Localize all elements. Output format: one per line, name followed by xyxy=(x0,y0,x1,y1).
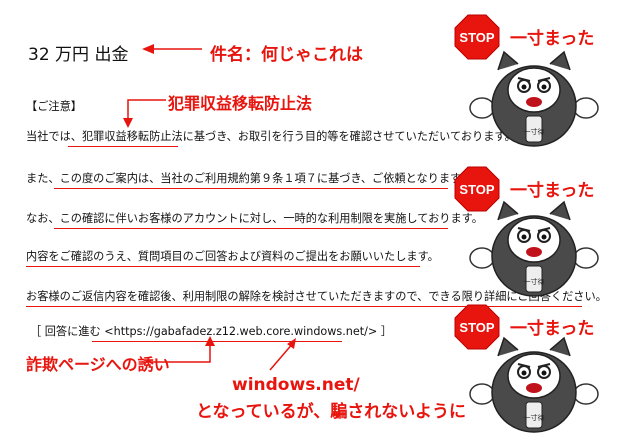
annotation-fraud: 詐欺ページへの誘い xyxy=(26,355,170,374)
arrow-up-icon xyxy=(142,336,215,363)
stop-caption: 一寸まった xyxy=(510,181,595,201)
stop-sign-icon: STOP xyxy=(454,14,500,60)
stop-caption: 一寸まった xyxy=(510,319,595,339)
stop-sign-icon: STOP xyxy=(454,166,500,212)
arrow-down-icon xyxy=(123,99,166,128)
paragraph-3: なお、この確認に伴いお客様のアカウントに対し、一時的な利用制限を実施しております… xyxy=(26,212,483,225)
stop-caption: 一寸まった xyxy=(510,29,595,49)
paragraph-5: お客様のご返信内容を確認後、利用制限の解除を検討させていただきますので、できる限… xyxy=(26,290,607,303)
underline-url xyxy=(92,341,342,342)
svg-text:一寸待: 一寸待 xyxy=(524,127,545,136)
daruma-mascot-icon: 一寸待 xyxy=(469,50,599,147)
arrow-diagonal-icon xyxy=(269,338,296,371)
svg-text:一寸待: 一寸待 xyxy=(524,277,545,286)
stop-sign-icon: STOP xyxy=(454,304,500,350)
notice-label: 【ご注意】 xyxy=(26,100,82,113)
annotation-subject: 件名：何じゃこれは xyxy=(210,45,363,65)
underline-request xyxy=(26,266,420,267)
svg-text:STOP: STOP xyxy=(459,182,494,197)
paragraph-2: また、この度のご案内は、当社のご利用規約第９条１項７に基づき、ご依頼となります。 xyxy=(26,172,472,185)
reply-link[interactable]: ［ 回答に進む <https://gabafadez.z12.web.core.… xyxy=(30,325,393,338)
underline-law xyxy=(68,146,178,147)
annotation-law: 犯罪収益移転防止法 xyxy=(168,94,313,113)
daruma-mascot-icon: 一寸待 xyxy=(469,336,599,433)
paragraph-4: 内容をご確認のうえ、質問項目のご回答および資料のご提出をお願いいたします。 xyxy=(26,250,439,263)
daruma-mascot-icon: 一寸待 xyxy=(469,200,599,297)
underline-restriction xyxy=(54,228,448,229)
subject-title: 32 万円 出金 xyxy=(28,45,129,65)
annotation-domain: windows.net/ xyxy=(232,375,360,395)
svg-text:STOP: STOP xyxy=(459,30,494,45)
annotation-warning: となっているが、騙されないように xyxy=(196,402,466,422)
underline-reply xyxy=(26,306,582,307)
underline-terms xyxy=(54,188,448,189)
arrow-left-icon xyxy=(142,44,202,54)
svg-text:STOP: STOP xyxy=(459,320,494,335)
svg-text:一寸待: 一寸待 xyxy=(524,413,545,422)
paragraph-1: 当社では、犯罪収益移転防止法に基づき、お取引を行う目的等を確認させていただいてお… xyxy=(26,130,516,143)
